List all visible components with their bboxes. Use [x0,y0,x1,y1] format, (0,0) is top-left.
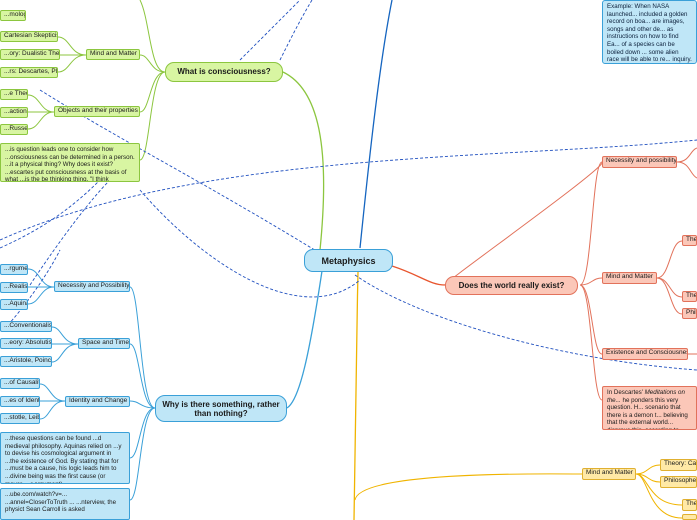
topic-partial[interactable] [682,514,697,520]
topic-identity-change[interactable]: Identity and Change [65,396,130,407]
note-descartes-text-1: In Descartes' [607,389,643,396]
topic-dualistic-theory[interactable]: ...ory: Dualistic Theory [0,49,60,60]
topic-russell[interactable]: ...Russell [0,124,28,135]
topic-theory-b[interactable]: The... [682,291,697,302]
topic-mind-matter[interactable]: Mind and Matter [86,49,140,60]
topic-aristotle-leibniz[interactable]: ...stotle, Leibniz [0,413,40,424]
note-nasa-record[interactable]: Example: When NASA launched... included … [602,0,697,64]
topic-interactionism[interactable]: ...actionism [0,107,28,118]
topic-necessity-possibility[interactable]: Necessity and Possibility [54,281,130,292]
topic-philosopher[interactable]: Philosopher... [660,476,697,488]
topic-identity[interactable]: ...es of Identity [0,396,40,407]
topic-objects-properties[interactable]: Objects and their properties [54,106,140,117]
note-descartes-text-2: he ponders this very question. H... scen… [607,396,688,429]
topic-conventionalism[interactable]: ...Conventionalism [0,321,52,332]
topic-space-time[interactable]: Space and Time [78,338,130,349]
topic-theory-ca[interactable]: Theory: Ca... [660,459,697,471]
topic-existence-consciousness[interactable]: Existence and Consciousness [602,348,688,360]
topic-absolutism[interactable]: ...eory: Absolutism [0,338,52,349]
topic-why-something[interactable]: Why is there something, rather than noth… [155,395,287,422]
topic-aristole-poincare[interactable]: ...Aristole, Poincaré [0,356,52,367]
topic-world-exist[interactable]: Does the world really exist? [445,276,578,295]
note-descartes-title: Meditations on the... [607,389,685,404]
note-aquinas[interactable]: ...these questions can be found ...d med… [0,432,130,484]
topic-consciousness[interactable]: What is consciousness? [165,62,283,82]
topic-philosophers[interactable]: Phil... [682,308,697,319]
topic-argument[interactable]: ...rgument [0,264,28,275]
topic-mind-matter-3[interactable]: Mind and Matter [582,468,636,480]
topic-descartes-plato[interactable]: ...rs: Descartes, Plato [0,67,58,78]
topic-theory-a[interactable]: The... [682,235,697,246]
note-video-link[interactable]: ...ube.com/watch?v=... ...annel=CloserTo… [0,488,130,520]
topic-bundle-theory[interactable]: ...e Theory [0,89,28,100]
topic-necessity-possibility-2[interactable]: Necessity and possibility [602,156,677,168]
topic-the[interactable]: The... [682,499,697,511]
note-descartes[interactable]: In Descartes' Meditations on the... he p… [602,386,697,430]
topic-causality[interactable]: ...of Causality [0,378,40,389]
topic-epistemology-fragment[interactable]: ...mology [0,10,26,21]
central-topic[interactable]: Metaphysics [304,249,393,272]
topic-aquinas[interactable]: ...Aquinas [0,299,28,310]
topic-realism[interactable]: ...Realism [0,282,28,293]
topic-mind-matter-2[interactable]: Mind and Matter [602,272,657,284]
topic-cartesian-skepticism[interactable]: Cartesian Skepticism [0,31,58,42]
note-consciousness[interactable]: ...is question leads one to consider how… [0,143,140,182]
